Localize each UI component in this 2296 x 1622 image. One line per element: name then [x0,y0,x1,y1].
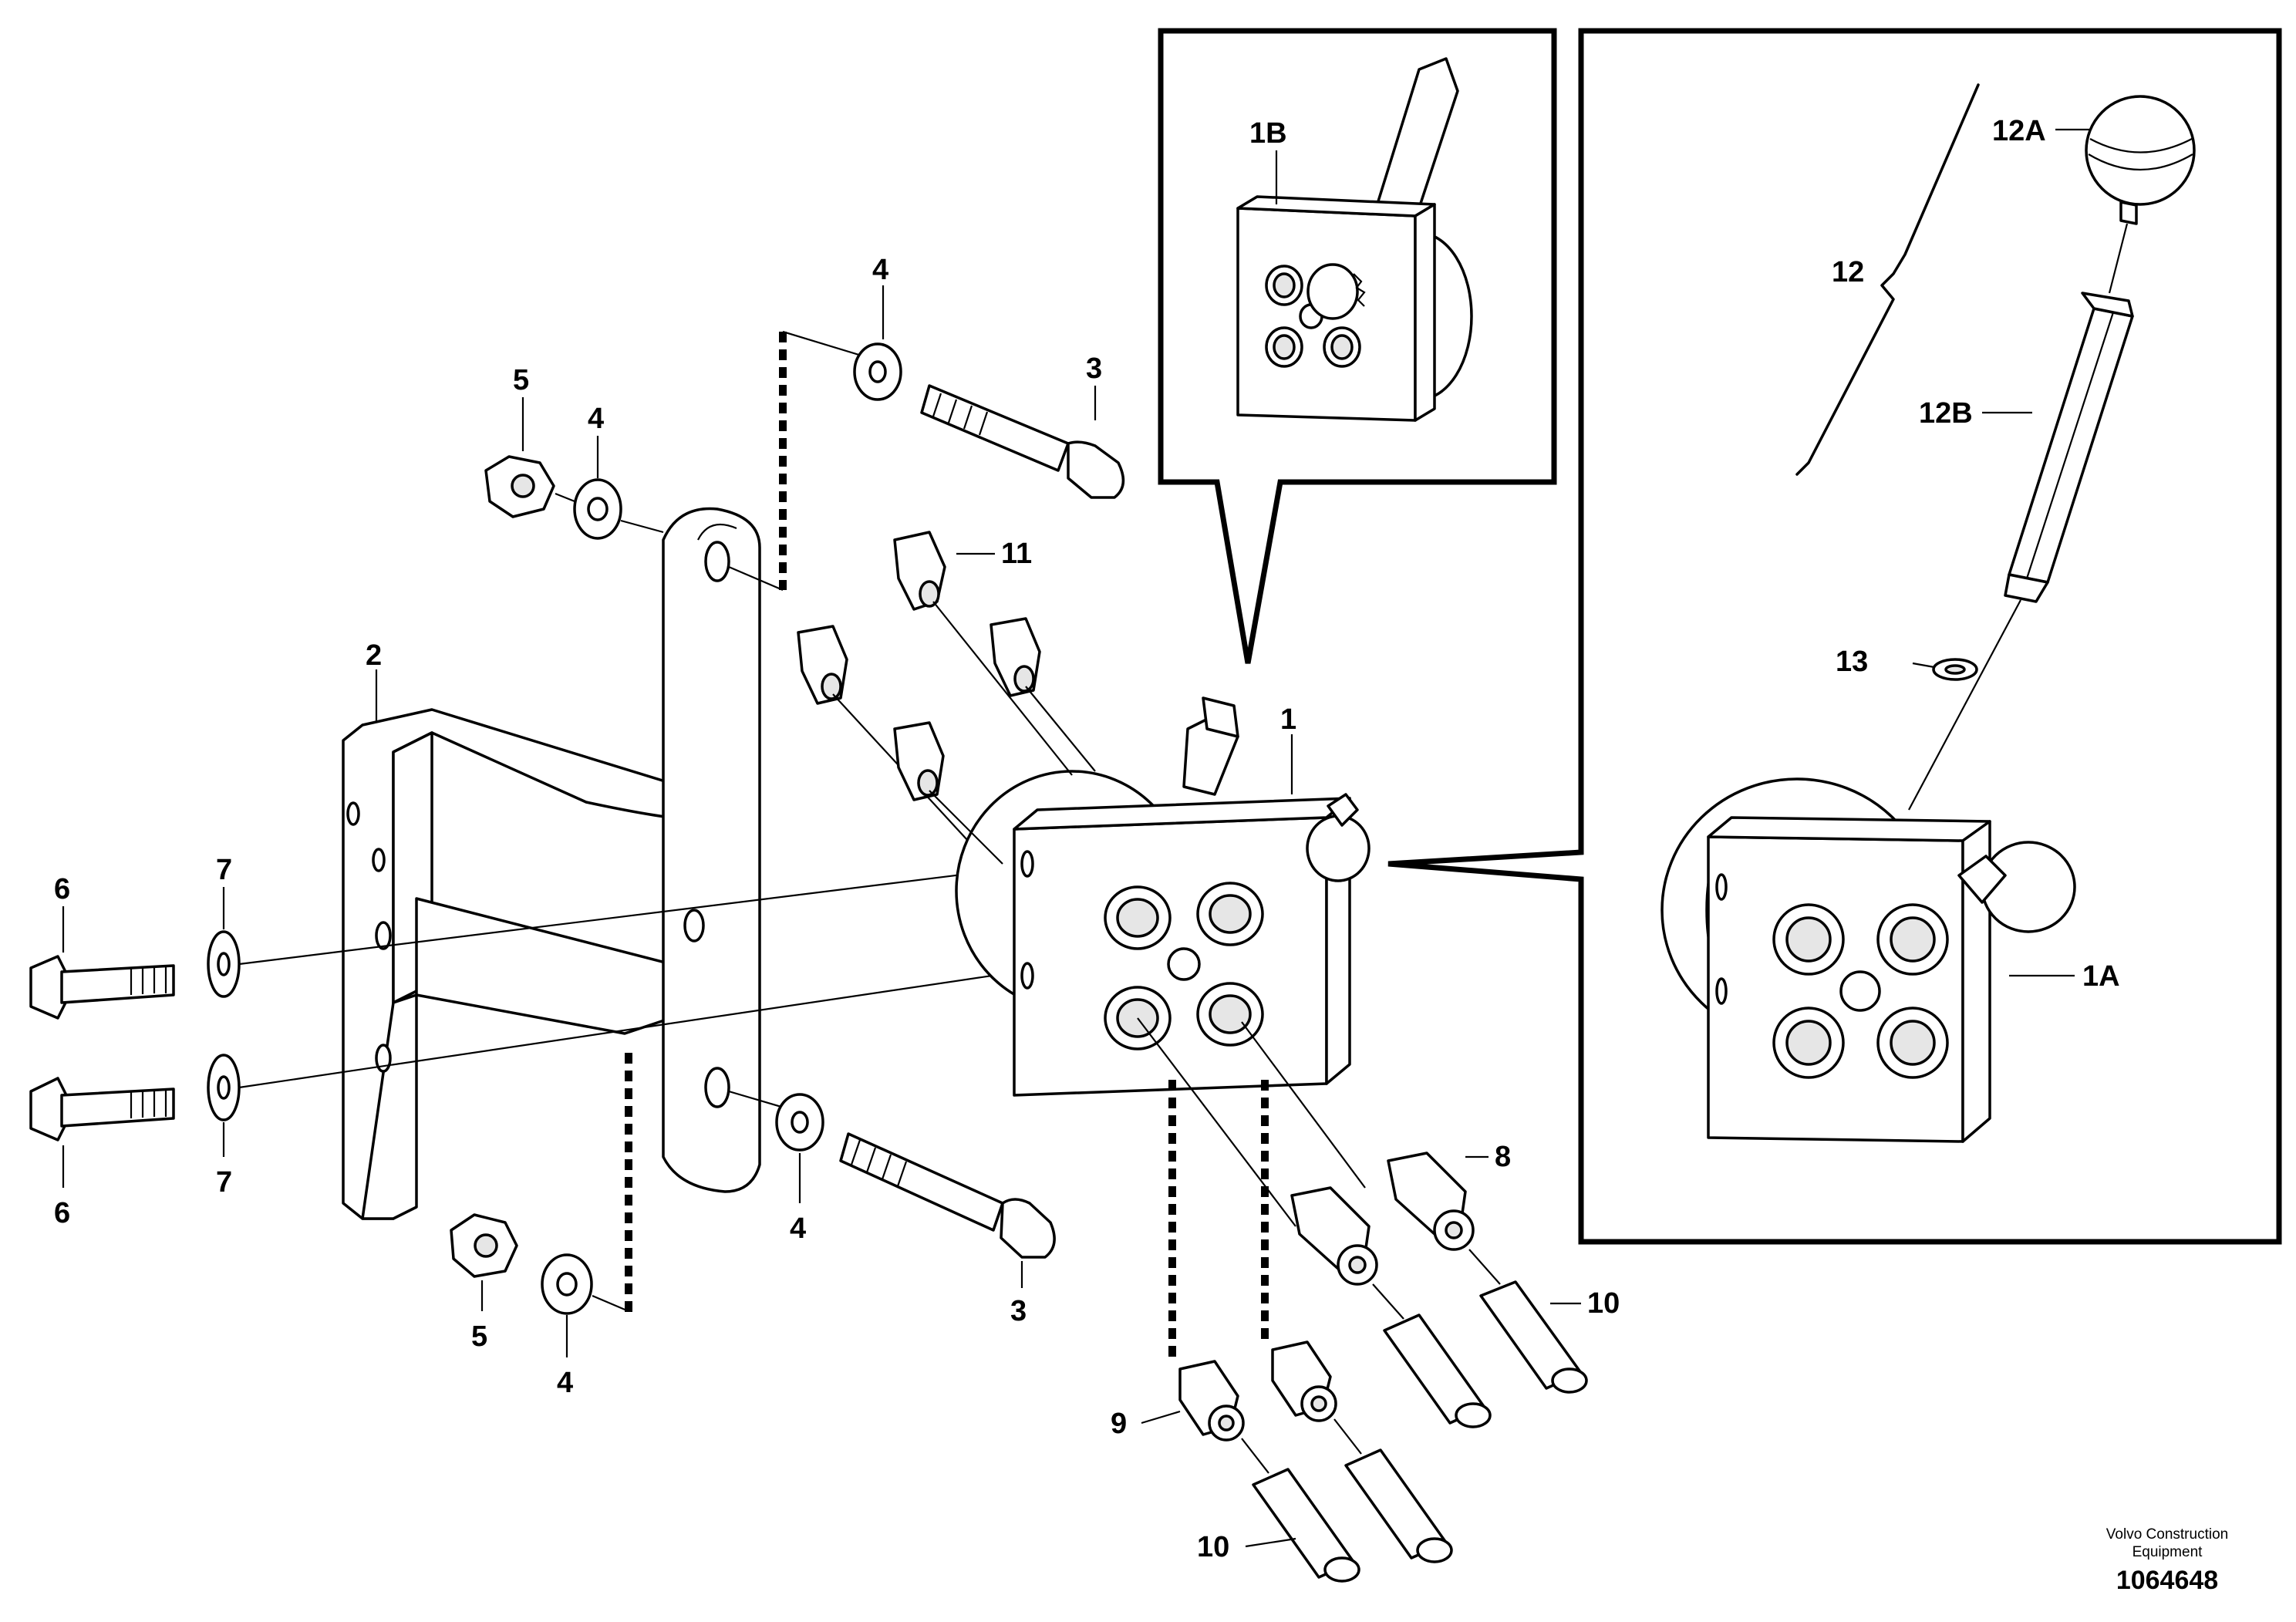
callout-10-upper: 10 [1587,1287,1620,1320]
callout-1: 1 [1280,703,1296,736]
callout-6-upper: 6 [54,873,70,905]
callout-4-top: 4 [872,254,888,286]
callout-3-lower: 3 [1010,1295,1027,1327]
drawing-number: 1064648 [2116,1566,2218,1595]
maker-name-line1: Volvo Construction [2106,1526,2228,1543]
detail-view-1a [1387,28,2282,1245]
callout-12a: 12A [1992,115,2046,147]
footer-block: Volvo Construction Equipment 1064648 [2106,1526,2228,1595]
lower-fittings [1137,1017,1588,1583]
callout-1a: 1A [2082,960,2120,993]
callout-13: 13 [1836,646,1868,678]
callout-4-bottom: 4 [557,1367,573,1399]
detail-view-1b [1158,28,1557,664]
callout-12b: 12B [1919,397,1973,430]
pilot-valve-1 [955,696,1371,1097]
bracket-2 [342,669,710,1220]
callout-4-mid: 4 [790,1212,806,1245]
hardware-upper [484,330,1125,592]
callout-3-upper: 3 [1086,352,1102,385]
callout-2: 2 [366,639,382,672]
callout-7-upper: 7 [216,854,232,886]
mounting-plate [625,332,787,1315]
callout-1b: 1B [1249,117,1287,150]
flange-bolts [29,866,1019,1141]
callout-7-lower: 7 [216,1166,232,1199]
callout-8: 8 [1495,1141,1511,1173]
callout-11: 11 [1001,538,1032,570]
callout-labels: 1 1A 1B 2 3 3 4 4 4 4 5 5 6 6 7 7 8 9 10… [54,115,2120,1563]
callout-5-upper: 5 [513,364,529,396]
callout-4-upper-left: 4 [588,403,604,435]
hardware-lower [450,1090,1056,1315]
callout-6-lower: 6 [54,1197,70,1229]
callout-9: 9 [1111,1408,1127,1440]
callout-5-lower: 5 [471,1320,487,1353]
upper-fittings [797,531,1096,865]
callout-10-lower: 10 [1197,1531,1229,1563]
callout-12: 12 [1832,256,1864,288]
maker-name-line2: Equipment [2132,1544,2203,1560]
callout-leaders [62,285,1097,1357]
